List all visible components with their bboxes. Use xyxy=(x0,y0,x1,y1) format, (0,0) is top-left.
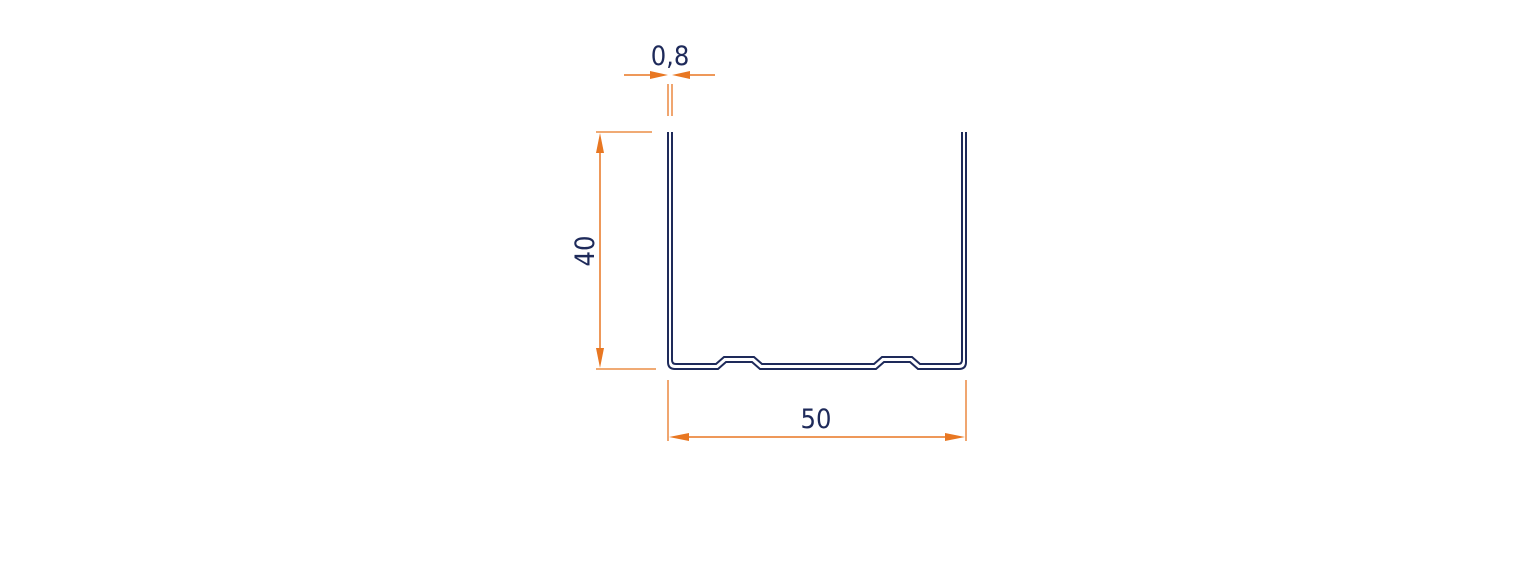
thickness-arrow-left xyxy=(650,71,668,79)
thickness-dimension: 0,8 xyxy=(624,41,715,116)
height-dimension: 40 xyxy=(570,131,656,370)
height-label: 40 xyxy=(570,236,601,267)
width-dimension: 50 xyxy=(667,380,967,441)
height-arrow-top xyxy=(596,133,604,153)
profile-outer-outline xyxy=(667,132,967,370)
width-arrow-left xyxy=(669,433,689,441)
u-profile xyxy=(667,132,967,370)
thickness-arrow-right xyxy=(672,71,690,79)
thickness-label: 0,8 xyxy=(651,41,690,72)
profile-inner-outline xyxy=(671,132,963,365)
width-label: 50 xyxy=(801,404,832,435)
width-arrow-right xyxy=(945,433,965,441)
height-arrow-bottom xyxy=(596,348,604,368)
